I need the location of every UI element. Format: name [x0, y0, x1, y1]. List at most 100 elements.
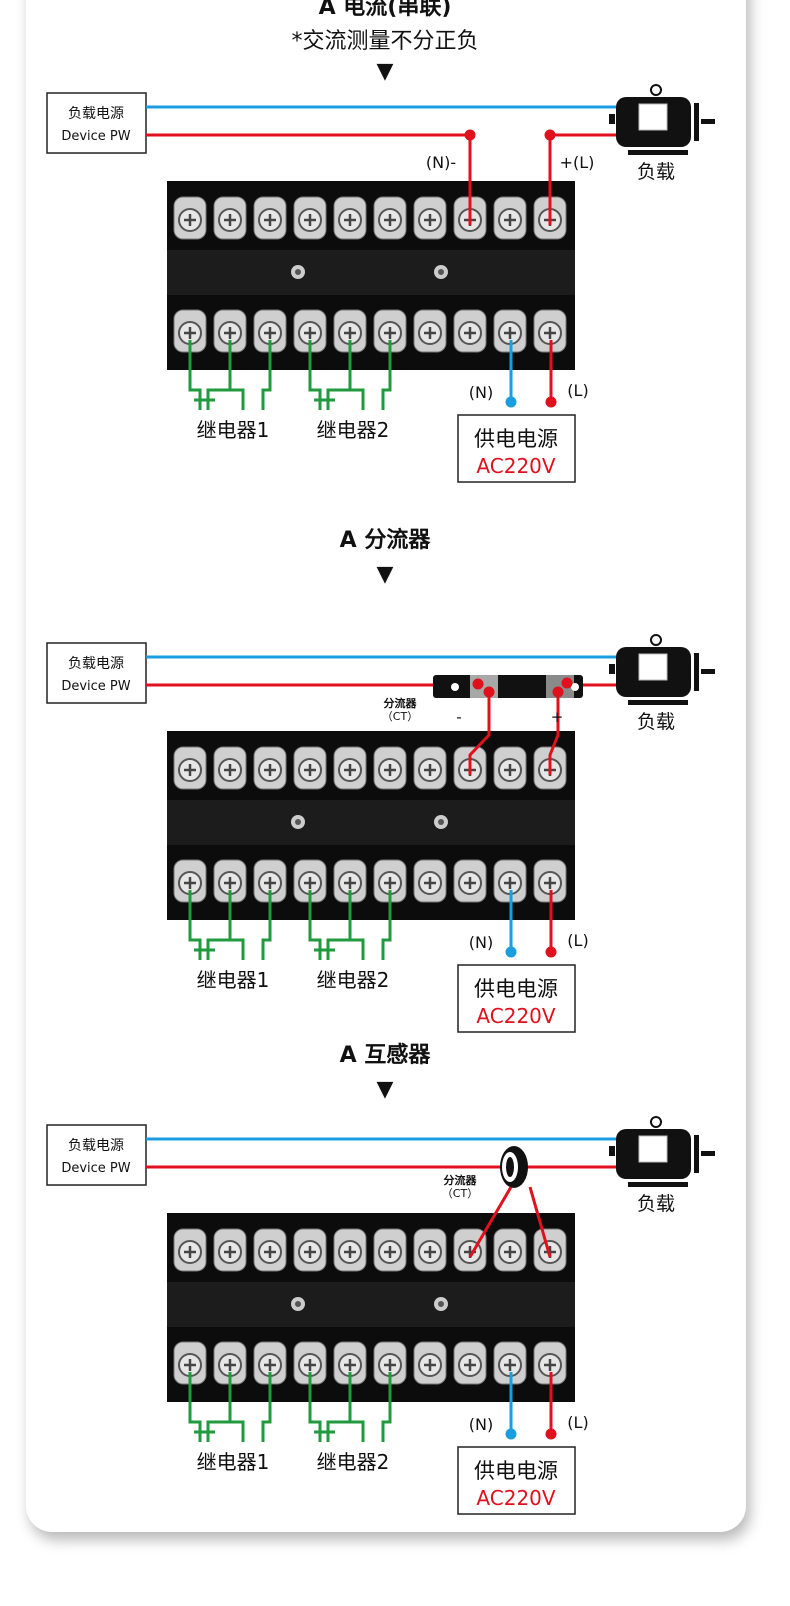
relay-2-label: 继电器2 — [317, 418, 390, 442]
screw-slot — [464, 1359, 476, 1371]
relay-1-wiring — [188, 340, 272, 410]
screw-slot — [464, 327, 476, 339]
load-power-box — [46, 1124, 147, 1186]
relay-wire — [350, 388, 365, 410]
screw-slot — [264, 764, 276, 776]
shunt-hole — [451, 683, 459, 691]
screw-slot — [504, 1359, 516, 1371]
screw-slot — [544, 327, 556, 339]
relay-wire — [230, 388, 245, 410]
screw-slot — [184, 1359, 196, 1371]
screw-slot — [464, 877, 476, 889]
section-title: A 分流器 — [340, 527, 432, 553]
terminal-block-middle — [167, 1282, 575, 1327]
motor-fan — [694, 103, 699, 141]
screw-slot — [424, 764, 436, 776]
wire-dot — [472, 678, 484, 690]
screw-slot — [544, 1359, 556, 1371]
power-supply-label: 供电电源 — [474, 427, 558, 451]
power-supply-label: 供电电源 — [474, 1459, 558, 1483]
wire-dot — [545, 946, 557, 958]
screw-slot — [344, 1246, 356, 1258]
load-label: 负载 — [637, 1193, 675, 1215]
relay-2-label: 继电器2 — [317, 1450, 390, 1474]
relay-wire — [230, 938, 245, 960]
motor-hook — [650, 634, 662, 646]
screw-slot — [184, 877, 196, 889]
plus-terminal-label: + — [551, 708, 564, 726]
screw-slot — [344, 877, 356, 889]
screw-slot — [264, 214, 276, 226]
down-arrow-icon: ▼ — [377, 1077, 394, 1102]
load-power-label: 负载电源 — [68, 106, 124, 122]
relay-wire — [230, 1420, 245, 1442]
section-title: A 电流(串联) — [319, 0, 452, 20]
screw-slot — [224, 1359, 236, 1371]
wire-dot — [545, 1428, 557, 1440]
screw-slot — [424, 1246, 436, 1258]
motor-rear — [609, 664, 615, 674]
load-power-label-en: Device PW — [61, 679, 130, 694]
minus-terminal-label: - — [456, 708, 461, 726]
power-supply-box — [457, 1446, 576, 1515]
relay-wire — [381, 340, 392, 410]
screw-slot — [424, 327, 436, 339]
terminal-block — [167, 1213, 575, 1402]
shunt-sublabel: （CT） — [382, 710, 418, 723]
wire-dot — [552, 686, 564, 698]
section-subtitle: *交流测量不分正负 — [291, 29, 478, 54]
ct-label: 分流器 — [444, 1173, 478, 1187]
motor-rear — [609, 114, 615, 124]
motor-load-icon — [609, 84, 715, 155]
screw-slot — [224, 327, 236, 339]
live-label: (L) — [567, 931, 588, 950]
relay-2-wiring — [308, 1372, 392, 1442]
wire-dot — [464, 129, 476, 141]
wire-dot — [545, 396, 557, 408]
relay-wire — [261, 890, 272, 960]
neutral-label: (N) — [469, 933, 493, 952]
load-power-box — [46, 642, 147, 704]
screw-slot — [504, 327, 516, 339]
load-power-label: 负载电源 — [68, 1138, 124, 1154]
mount-screw-center — [295, 269, 301, 275]
motor-hook — [650, 84, 662, 96]
screw-slot — [304, 877, 316, 889]
wire-dot — [544, 129, 556, 141]
load-power-box — [46, 92, 147, 154]
load-label: 负载 — [637, 161, 675, 183]
screw-slot — [344, 327, 356, 339]
screw-slot — [344, 214, 356, 226]
wire-dot — [505, 946, 517, 958]
motor-plate — [638, 1135, 668, 1163]
screw-slot — [304, 214, 316, 226]
relay-1-wiring — [188, 890, 272, 960]
screw-slot — [264, 327, 276, 339]
screw-slot — [384, 1246, 396, 1258]
screw-slot — [304, 327, 316, 339]
wire-dot — [483, 686, 495, 698]
screw-slot — [504, 1246, 516, 1258]
ct-wire-2 — [528, 1186, 552, 1258]
screw-slot — [224, 877, 236, 889]
load-power-label-en: Device PW — [61, 129, 130, 144]
relay-2-wiring — [308, 340, 392, 410]
motor-plate — [638, 653, 668, 681]
power-supply-voltage: AC220V — [476, 1486, 555, 1510]
mount-screw-center — [295, 819, 301, 825]
relay-wire — [350, 1420, 365, 1442]
relay-wire — [381, 1372, 392, 1442]
screw-slot — [264, 1359, 276, 1371]
relay-2-label: 继电器2 — [317, 968, 390, 992]
ct-sublabel: （CT） — [442, 1187, 478, 1200]
screw-slot — [264, 877, 276, 889]
load-power-label: 负载电源 — [68, 656, 124, 672]
motor-fan — [694, 653, 699, 691]
load-power-label-en: Device PW — [61, 1161, 130, 1176]
relay-wire — [261, 1372, 272, 1442]
current-transformer-icon — [500, 1146, 528, 1188]
motor-base — [628, 1182, 688, 1187]
motor-load-icon — [609, 634, 715, 705]
